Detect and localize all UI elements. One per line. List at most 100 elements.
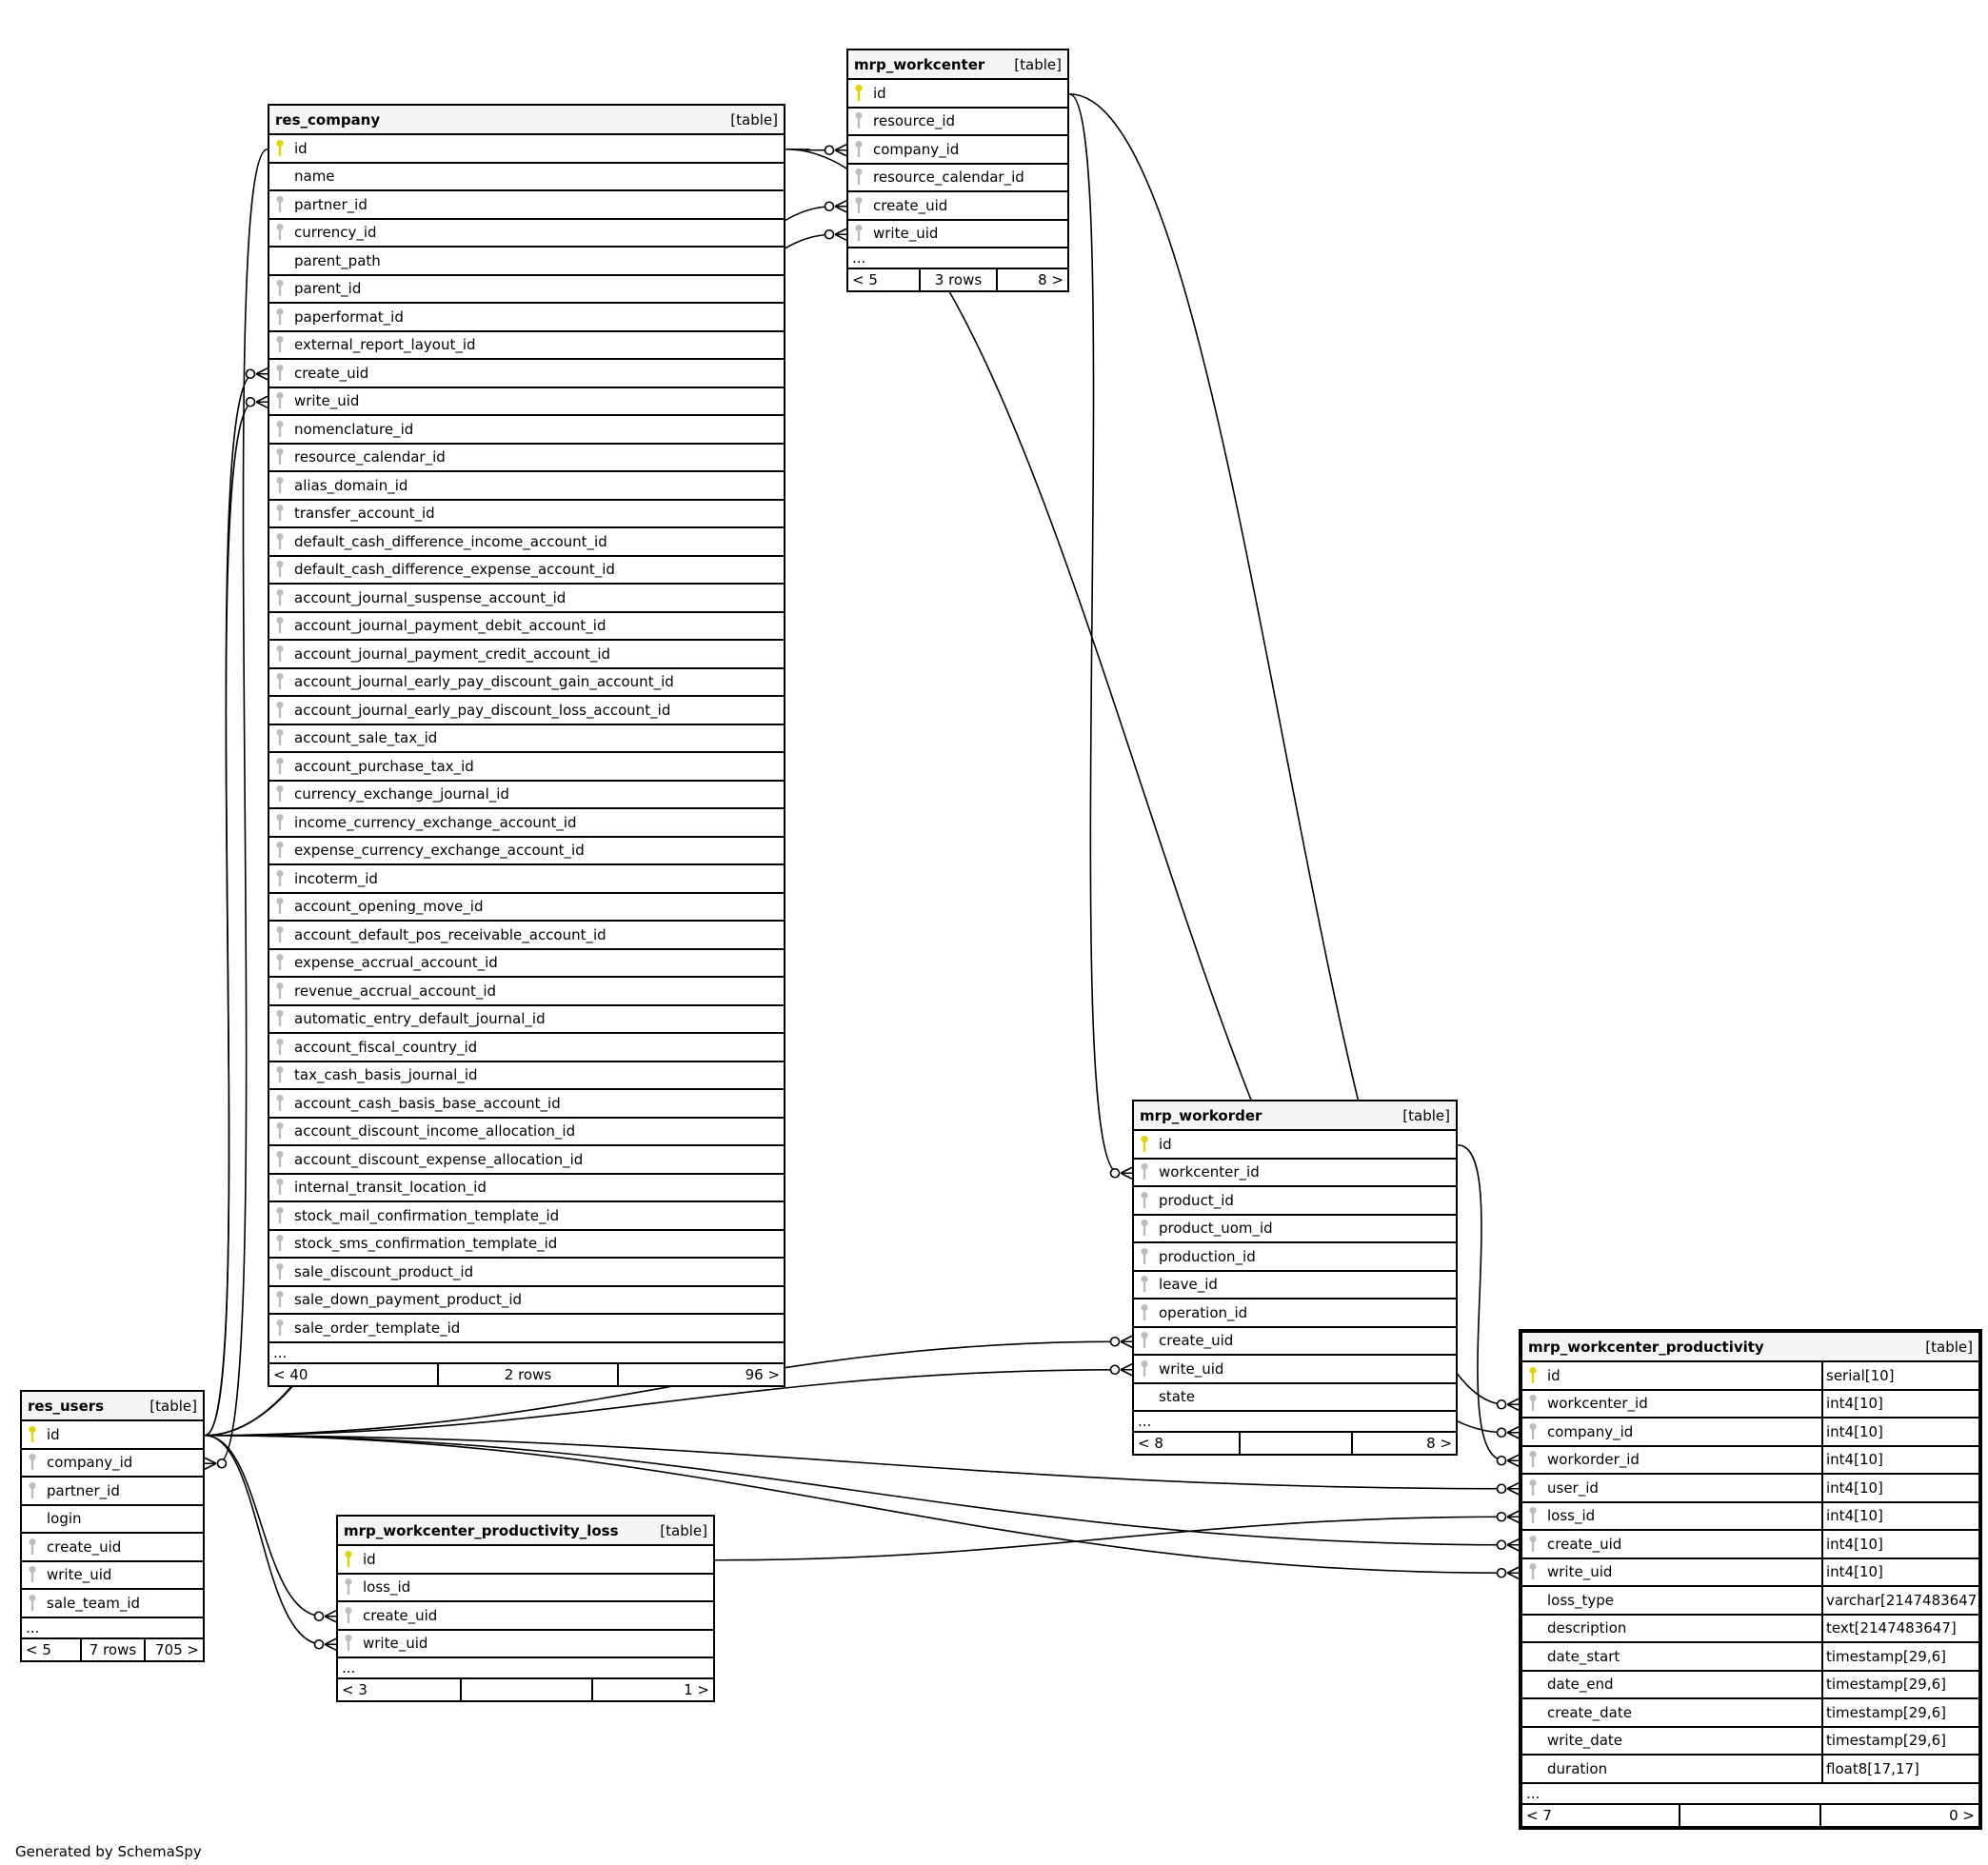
column-row[interactable]: sale_down_payment_product_id xyxy=(269,1287,784,1315)
more-columns[interactable]: ... xyxy=(1134,1412,1456,1433)
table-header[interactable]: res_users[table] xyxy=(22,1392,203,1421)
column-row[interactable]: name xyxy=(269,164,784,191)
column-row[interactable]: create_uid xyxy=(22,1534,203,1562)
column-row[interactable]: resource_id xyxy=(848,109,1067,136)
column-row[interactable]: incoterm_id xyxy=(269,865,784,894)
children-count[interactable]: 96 > xyxy=(745,1365,780,1383)
more-columns[interactable]: ... xyxy=(22,1618,203,1639)
column-row[interactable]: id xyxy=(338,1546,713,1575)
children-count[interactable]: 0 > xyxy=(1949,1806,1975,1824)
column-row[interactable]: automatic_entry_default_journal_id xyxy=(269,1006,784,1034)
column-row[interactable]: account_cash_basis_base_account_id xyxy=(269,1090,784,1119)
column-row[interactable]: sale_team_id xyxy=(22,1590,203,1618)
column-row[interactable]: workcenter_id xyxy=(1134,1160,1456,1187)
column-row[interactable]: state xyxy=(1134,1384,1456,1412)
column-row[interactable]: parent_id xyxy=(269,276,784,304)
column-row[interactable]: write_uid xyxy=(338,1631,713,1658)
column-row[interactable]: id xyxy=(269,135,784,164)
column-row[interactable]: write_uid xyxy=(848,221,1067,248)
table-name[interactable]: mrp_workcenter_productivity_loss xyxy=(344,1521,619,1539)
column-row[interactable]: currency_id xyxy=(269,220,784,248)
column-row[interactable]: account_journal_early_pay_discount_loss_… xyxy=(269,697,784,725)
parents-count[interactable]: < 8 xyxy=(1134,1433,1241,1454)
column-row[interactable]: resource_calendar_id xyxy=(848,165,1067,192)
children-count[interactable]: 705 > xyxy=(155,1640,199,1658)
children-count[interactable]: 8 > xyxy=(1426,1435,1452,1452)
column-row[interactable]: paperformat_id xyxy=(269,304,784,332)
parents-count[interactable]: < 3 xyxy=(338,1679,462,1700)
table-mrp-workcenter-productivity-loss[interactable]: mrp_workcenter_productivity_loss[table]i… xyxy=(336,1515,715,1702)
column-row[interactable]: sale_discount_product_id xyxy=(269,1259,784,1287)
column-row[interactable]: partner_id xyxy=(22,1478,203,1506)
column-row[interactable]: id xyxy=(1134,1131,1456,1160)
column-row[interactable]: operation_id xyxy=(1134,1300,1456,1328)
column-row[interactable]: account_opening_move_id xyxy=(269,894,784,922)
column-row[interactable]: transfer_account_id xyxy=(269,501,784,528)
table-header[interactable]: mrp_workcenter_productivity_loss[table] xyxy=(338,1517,713,1546)
column-row[interactable]: stock_mail_confirmation_template_id xyxy=(269,1202,784,1231)
column-row[interactable]: product_id xyxy=(1134,1187,1456,1216)
column-row[interactable]: partner_id xyxy=(269,191,784,220)
column-row[interactable]: sale_order_template_id xyxy=(269,1315,784,1343)
column-row[interactable]: account_default_pos_receivable_account_i… xyxy=(269,922,784,950)
column-row[interactable]: leave_id xyxy=(1134,1272,1456,1300)
column-row[interactable]: alias_domain_id xyxy=(269,472,784,501)
table-name[interactable]: mrp_workcenter_productivity xyxy=(1528,1338,1764,1356)
column-row[interactable]: account_fiscal_country_id xyxy=(269,1034,784,1062)
column-row[interactable]: loss_id xyxy=(338,1575,713,1602)
column-row[interactable]: account_journal_payment_credit_account_i… xyxy=(269,641,784,669)
more-columns[interactable]: ... xyxy=(269,1343,784,1364)
column-row[interactable]: account_journal_suspense_account_id xyxy=(269,585,784,613)
column-row[interactable]: create_uid xyxy=(848,192,1067,221)
table-header[interactable]: mrp_workcenter[table] xyxy=(848,50,1067,80)
column-row[interactable]: account_sale_tax_id xyxy=(269,725,784,753)
column-row[interactable]: expense_accrual_account_id xyxy=(269,950,784,978)
children-count[interactable]: 8 > xyxy=(1038,271,1064,288)
column-row[interactable]: id xyxy=(848,80,1067,109)
column-row[interactable]: nomenclature_id xyxy=(269,416,784,445)
parents-count[interactable]: < 5 xyxy=(22,1638,82,1660)
column-row[interactable]: write_uid xyxy=(1134,1356,1456,1384)
column-row[interactable]: stock_sms_confirmation_template_id xyxy=(269,1231,784,1259)
column-row[interactable]: resource_calendar_id xyxy=(269,445,784,472)
column-row[interactable]: currency_exchange_journal_id xyxy=(269,782,784,809)
column-row[interactable]: tax_cash_basis_journal_id xyxy=(269,1062,784,1090)
column-row[interactable]: expense_currency_exchange_account_id xyxy=(269,838,784,865)
table-name[interactable]: mrp_workcenter xyxy=(854,55,985,73)
column-row[interactable]: id xyxy=(22,1421,203,1450)
column-row[interactable]: account_journal_early_pay_discount_gain_… xyxy=(269,669,784,697)
more-columns[interactable]: ... xyxy=(1522,1784,1978,1805)
column-row[interactable]: login xyxy=(22,1506,203,1534)
column-row[interactable]: revenue_accrual_account_id xyxy=(269,978,784,1006)
parents-count[interactable]: < 40 xyxy=(269,1363,439,1385)
column-row[interactable]: default_cash_difference_income_account_i… xyxy=(269,528,784,557)
table-name[interactable]: res_company xyxy=(275,110,381,129)
column-row[interactable]: create_uid xyxy=(269,360,784,388)
column-row[interactable]: account_discount_income_allocation_id xyxy=(269,1119,784,1146)
column-row[interactable]: default_cash_difference_expense_account_… xyxy=(269,557,784,585)
children-count[interactable]: 1 > xyxy=(684,1681,709,1698)
more-columns[interactable]: ... xyxy=(848,248,1067,269)
column-row[interactable]: external_report_layout_id xyxy=(269,332,784,360)
column-row[interactable]: parent_path xyxy=(269,248,784,276)
column-row[interactable]: internal_transit_location_id xyxy=(269,1175,784,1202)
column-row[interactable]: product_uom_id xyxy=(1134,1216,1456,1243)
column-row[interactable]: account_discount_expense_allocation_id xyxy=(269,1146,784,1175)
